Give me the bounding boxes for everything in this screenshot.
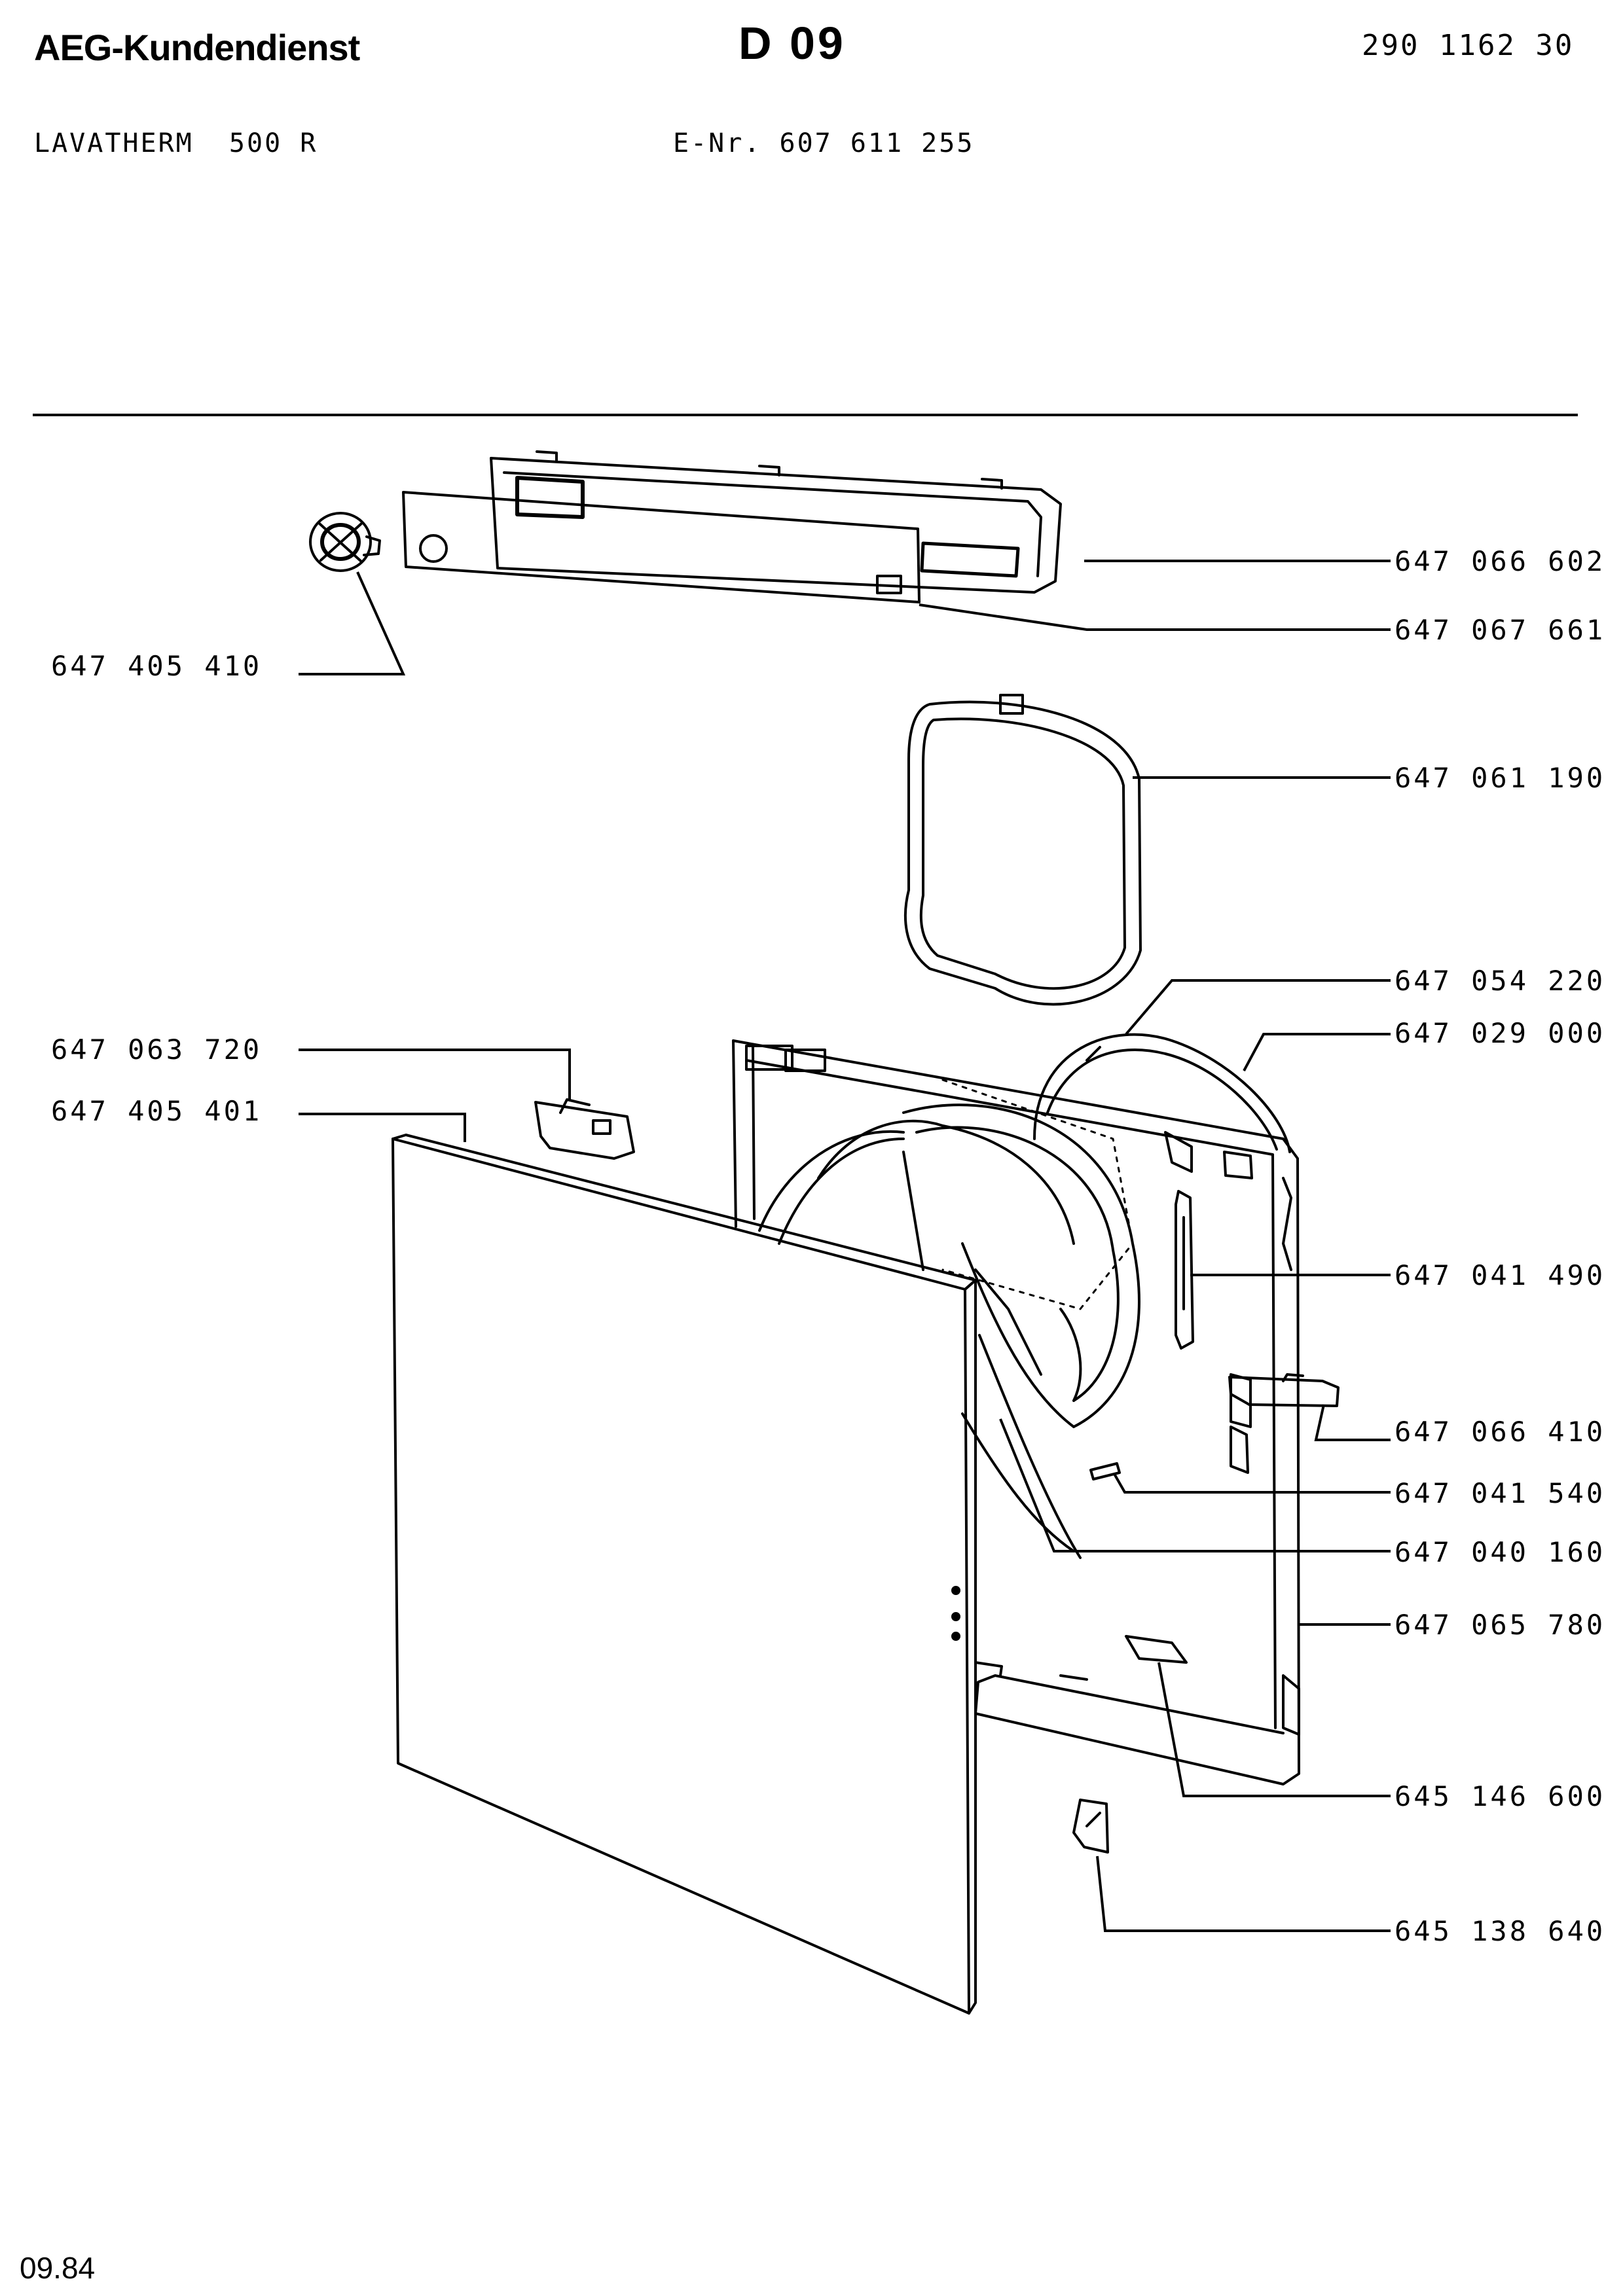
front-frame-drawing	[732, 1039, 1300, 1785]
brand-title: AEG-Kundendienst	[34, 27, 360, 68]
pin-drawing	[1089, 1462, 1121, 1480]
control-panel-housing-drawing	[490, 450, 1062, 594]
part-label-645138640: 645 138 640	[1395, 1915, 1605, 1947]
part-label-647063720: 647 063 720	[51, 1033, 262, 1066]
leader-lines	[299, 560, 1391, 1932]
document-number: 290 1162 30	[1362, 29, 1575, 62]
part-label-647041540: 647 041 540	[1395, 1477, 1605, 1509]
part-label-647054220: 647 054 220	[1395, 965, 1605, 997]
hinge-bracket-drawing	[534, 1098, 635, 1160]
part-label-647405410: 647 405 410	[51, 650, 262, 682]
front-lining-drawing	[961, 1334, 1088, 1681]
header-divider	[33, 414, 1578, 416]
part-label-647066410: 647 066 410	[1395, 1416, 1605, 1448]
drum-ring-drawing	[1033, 1033, 1291, 1153]
panel-cover-drawing	[402, 491, 921, 603]
page-code: D 09	[739, 18, 846, 69]
frame-latch-drawing	[1230, 1373, 1300, 1736]
mounting-clip-drawing	[1072, 1799, 1109, 1854]
date-code: 09.84	[20, 2251, 96, 2285]
part-label-647067661: 647 067 661	[1395, 614, 1605, 646]
part-label-645146600: 645 146 600	[1395, 1780, 1605, 1812]
door-panel-drawing	[392, 1134, 977, 2015]
model-name: LAVATHERM 500 R	[34, 128, 318, 158]
part-label-647041490: 647 041 490	[1395, 1259, 1605, 1291]
door-seal-ring-drawing	[903, 694, 1142, 1006]
e-number: E-Nr. 607 611 255	[673, 128, 975, 158]
control-knob-drawing	[309, 512, 381, 572]
part-label-647040160: 647 040 160	[1395, 1536, 1605, 1568]
part-label-647405401: 647 405 401	[51, 1095, 262, 1127]
part-label-647065780: 647 065 780	[1395, 1609, 1605, 1641]
part-label-647066602: 647 066 602	[1395, 545, 1605, 577]
part-label-647061190: 647 061 190	[1395, 762, 1605, 794]
door-handle-drawing	[1175, 1190, 1194, 1350]
part-label-647029000: 647 029 000	[1395, 1017, 1605, 1049]
drum-drawing	[758, 1079, 1140, 1428]
foot-slider-drawing	[1125, 1635, 1188, 1664]
